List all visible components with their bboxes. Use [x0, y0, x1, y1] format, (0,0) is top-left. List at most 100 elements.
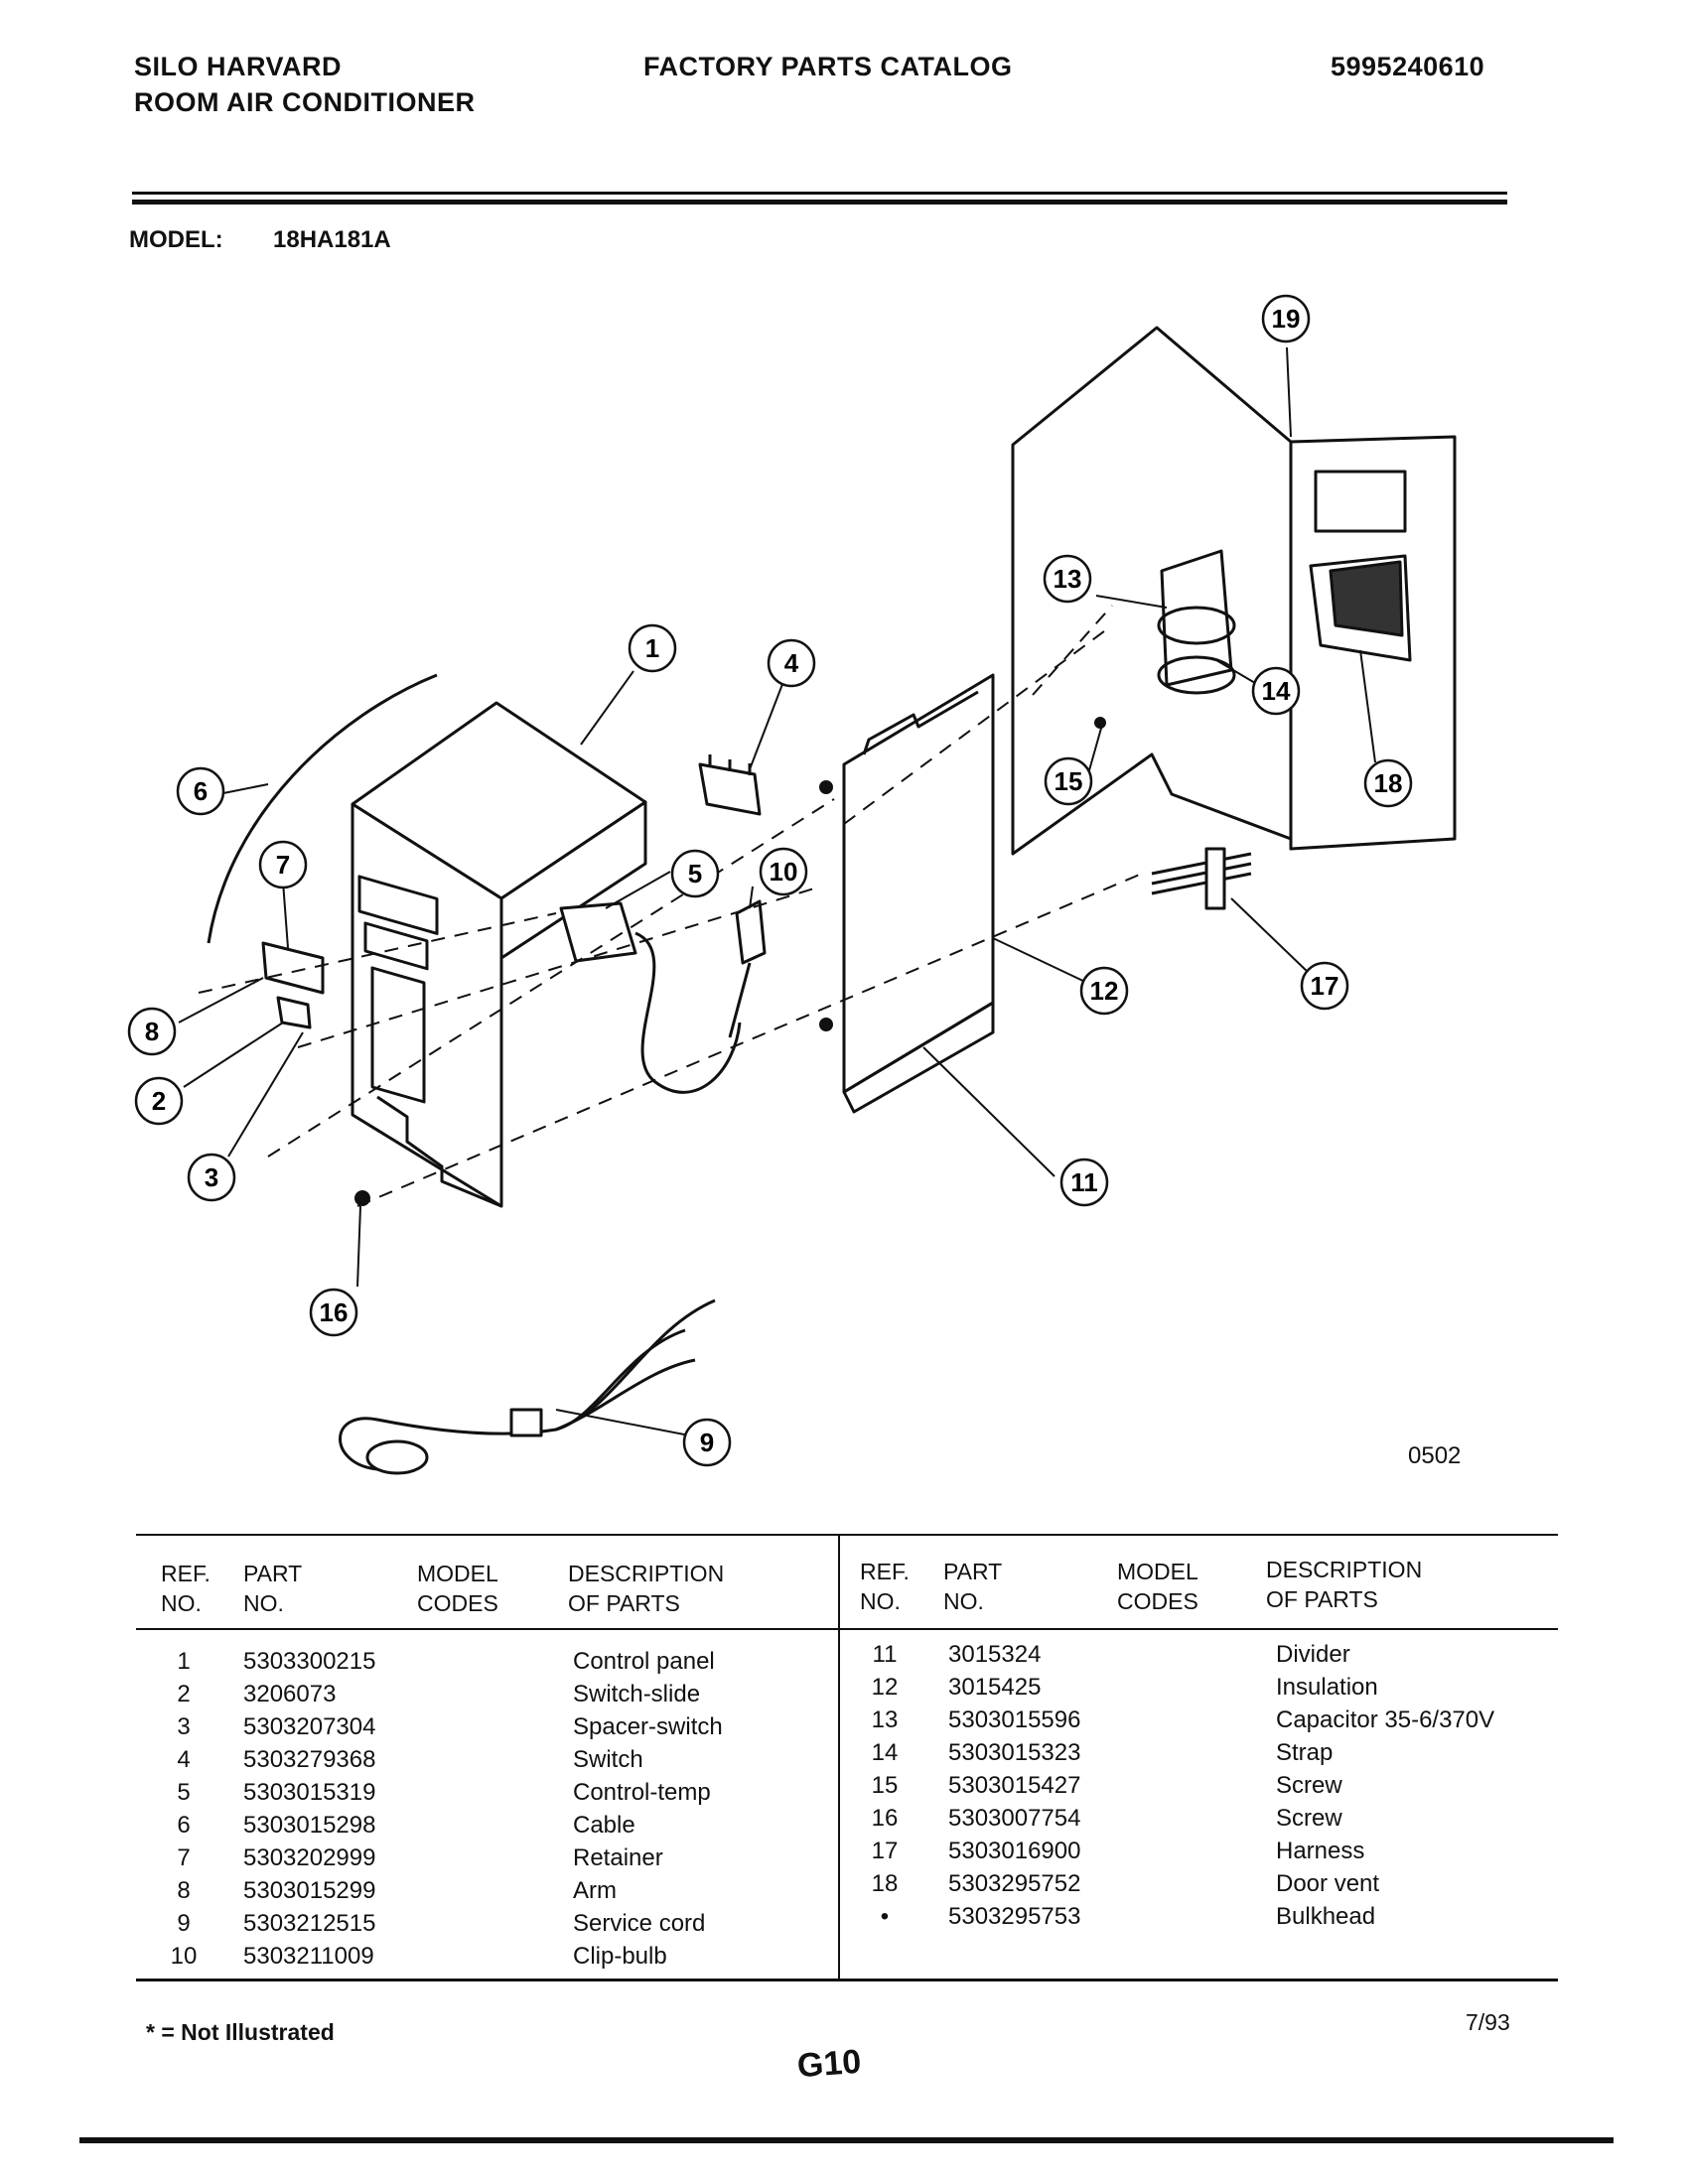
ref-number: 12 — [871, 1674, 899, 1701]
header-part-line1: PART — [243, 1561, 303, 1586]
revision-date: 7/93 — [1466, 2009, 1510, 2035]
part-description: Control panel — [573, 1648, 715, 1675]
callout-2: 2 — [134, 1076, 184, 1126]
page-id: G10 — [795, 2042, 863, 2086]
part-description: Screw — [1276, 1772, 1342, 1799]
part-description: Spacer-switch — [573, 1713, 723, 1740]
ref-number: 14 — [871, 1739, 899, 1766]
part-description: Strap — [1276, 1739, 1334, 1766]
callout-13: 13 — [1043, 554, 1092, 604]
header-desc-line2: OF PARTS — [568, 1590, 680, 1616]
model-label: MODEL: — [129, 226, 223, 253]
header-model: MODEL CODES — [417, 1559, 498, 1618]
part-number: 5303015596 — [948, 1706, 1081, 1733]
svg-text:15: 15 — [1055, 766, 1083, 796]
ref-number: 17 — [871, 1838, 899, 1864]
part-number: 3015324 — [948, 1641, 1042, 1668]
svg-text:4: 4 — [784, 648, 799, 678]
part-number: 5303212515 — [243, 1910, 376, 1937]
ref-number: 13 — [871, 1706, 899, 1733]
ref-number: 11 — [872, 1641, 898, 1668]
svg-text:6: 6 — [194, 776, 208, 806]
callout-14: 14 — [1251, 666, 1301, 716]
svg-text:8: 8 — [145, 1017, 159, 1046]
document-number: 5995240610 — [1331, 52, 1485, 81]
callout-18: 18 — [1363, 758, 1413, 808]
part-description: Clip-bulb — [573, 1943, 667, 1970]
svg-text:11: 11 — [1070, 1167, 1098, 1197]
control-panel-illustration — [351, 701, 647, 1208]
ref-number: 18 — [871, 1870, 899, 1897]
svg-text:7: 7 — [276, 850, 290, 880]
part-number: 5303015323 — [948, 1739, 1081, 1766]
callout-1: 1 — [628, 623, 677, 673]
header-desc-line2: OF PARTS — [1266, 1586, 1378, 1612]
header-description-right: DESCRIPTION OF PARTS — [1266, 1555, 1422, 1614]
part-description: Retainer — [573, 1844, 663, 1871]
part-description: Divider — [1276, 1641, 1350, 1668]
control-temp-illustration — [559, 901, 742, 1094]
header-ref-line1: REF. — [860, 1559, 910, 1584]
ref-number: 8 — [177, 1877, 191, 1904]
callout-12: 12 — [1079, 966, 1129, 1016]
retainer-illustration — [261, 941, 325, 1029]
header-desc-line1: DESCRIPTION — [1266, 1557, 1423, 1582]
part-description: Screw — [1276, 1805, 1342, 1832]
svg-text:5: 5 — [688, 859, 702, 888]
ref-number: 7 — [177, 1844, 191, 1871]
svg-text:14: 14 — [1262, 676, 1291, 706]
ref-number: 4 — [177, 1746, 191, 1773]
table-column-divider — [838, 1534, 840, 1980]
part-number: 5303015427 — [948, 1772, 1081, 1799]
bulkhead-illustration — [1011, 326, 1457, 856]
svg-text:16: 16 — [320, 1297, 349, 1327]
ref-number: 6 — [177, 1812, 191, 1839]
catalog-title: FACTORY PARTS CATALOG — [643, 52, 1013, 81]
capacitor-illustration — [1157, 549, 1236, 695]
harness-illustration — [1151, 847, 1252, 910]
part-number: 5303015319 — [243, 1779, 376, 1806]
insulation-divider-illustration — [842, 673, 995, 1114]
product-type: ROOM AIR CONDITIONER — [134, 87, 476, 117]
svg-text:10: 10 — [770, 857, 798, 887]
header-model-line2: CODES — [417, 1590, 498, 1616]
part-number: 5303015299 — [243, 1877, 376, 1904]
header-ref-line2: NO. — [161, 1590, 202, 1616]
ref-number: 16 — [871, 1805, 899, 1832]
svg-text:19: 19 — [1272, 304, 1301, 334]
svg-text:3: 3 — [205, 1162, 218, 1192]
part-description: Service cord — [573, 1910, 706, 1937]
table-header-rule — [136, 1628, 1558, 1630]
callout-15: 15 — [1044, 756, 1093, 806]
part-description: Harness — [1276, 1838, 1365, 1864]
svg-text:1: 1 — [645, 633, 659, 663]
svg-text:2: 2 — [152, 1086, 166, 1116]
cable-illustration — [207, 673, 438, 944]
part-number: 5303007754 — [948, 1805, 1081, 1832]
header-desc-line1: DESCRIPTION — [568, 1561, 725, 1586]
callout-17: 17 — [1300, 961, 1349, 1011]
part-number: 5303279368 — [243, 1746, 376, 1773]
table-bottom-rule — [136, 1979, 1558, 1981]
header-divider — [132, 192, 1507, 195]
header-part-right: PART NO. — [943, 1557, 1002, 1616]
ref-number: 3 — [177, 1713, 191, 1740]
diagram-code: 0502 — [1408, 1442, 1462, 1469]
ref-number: 2 — [177, 1681, 191, 1707]
header-description: DESCRIPTION OF PARTS — [568, 1559, 724, 1618]
callout-3: 3 — [187, 1153, 236, 1202]
part-description: Capacitor 35-6/370V — [1276, 1706, 1495, 1733]
ref-number: 15 — [871, 1772, 899, 1799]
ref-number: 5 — [177, 1779, 191, 1806]
callout-4: 4 — [767, 638, 816, 688]
svg-text:12: 12 — [1090, 976, 1119, 1006]
header-model-right: MODEL CODES — [1117, 1557, 1198, 1616]
callout-19: 19 — [1261, 294, 1311, 343]
header-part-line2: NO. — [243, 1590, 284, 1616]
part-description: Bulkhead — [1276, 1903, 1376, 1930]
